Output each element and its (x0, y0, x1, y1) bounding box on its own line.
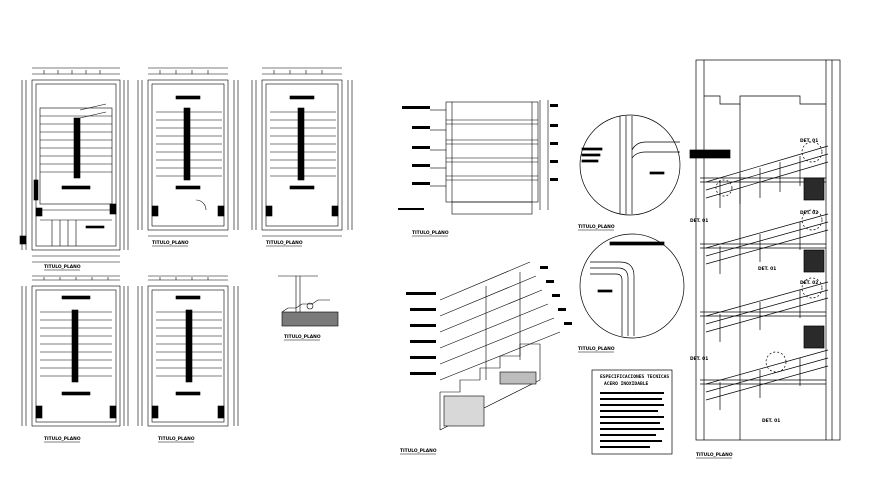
stair-plan-4 (21, 275, 129, 427)
detail-circle-2-title: TITULO_PLANO (578, 346, 615, 352)
railing-section-labels (398, 104, 558, 210)
plan-4-title: TITULO_PLANO (44, 436, 81, 442)
plan-3-title: TITULO_PLANO (266, 240, 303, 246)
elevation-tag-1: DET. 01 (800, 138, 818, 144)
elevation-tag-4: DET. 01 (758, 266, 776, 272)
stair-section-detail (439, 261, 561, 431)
elevation-tag-7: DET. 01 (762, 418, 780, 424)
railing-section-detail (430, 100, 549, 215)
plan-2-title: TITULO_PLANO (152, 240, 189, 246)
small-detail-title: TITULO_PLANO (284, 334, 321, 340)
stair-plan-2 (137, 67, 239, 237)
plan-5-title: TITULO_PLANO (158, 436, 195, 442)
railing-section-title: TITULO_PLANO (412, 230, 449, 236)
small-anchor-detail (278, 275, 339, 327)
detail-circle-1-title: TITULO_PLANO (578, 224, 615, 230)
stair-elevation (689, 59, 841, 441)
plan-1-title: TITULO_PLANO (44, 264, 81, 270)
notes-heading-2: ACERO INOXIDABLE (604, 381, 648, 387)
stair-plan-5 (137, 275, 239, 427)
notes-heading-1: ESPECIFICACIONES TECNICAS (600, 374, 669, 380)
stair-section-title: TITULO_PLANO (400, 448, 437, 454)
detail-circle-2 (579, 233, 685, 339)
elevation-title: TITULO_PLANO (696, 452, 733, 458)
stair-section-labels (406, 266, 572, 375)
stair-plan-3 (251, 67, 353, 237)
elevation-tag-2: DET. 01 (690, 218, 708, 224)
stair-plan-1 (19, 67, 129, 263)
technical-notes-box (591, 369, 673, 455)
elevation-tag-5: DET. 02 (800, 280, 818, 286)
elevation-tag-3: DET. 02 (800, 210, 818, 216)
detail-circle-1 (579, 114, 681, 216)
elevation-tag-6: DET. 01 (690, 356, 708, 362)
